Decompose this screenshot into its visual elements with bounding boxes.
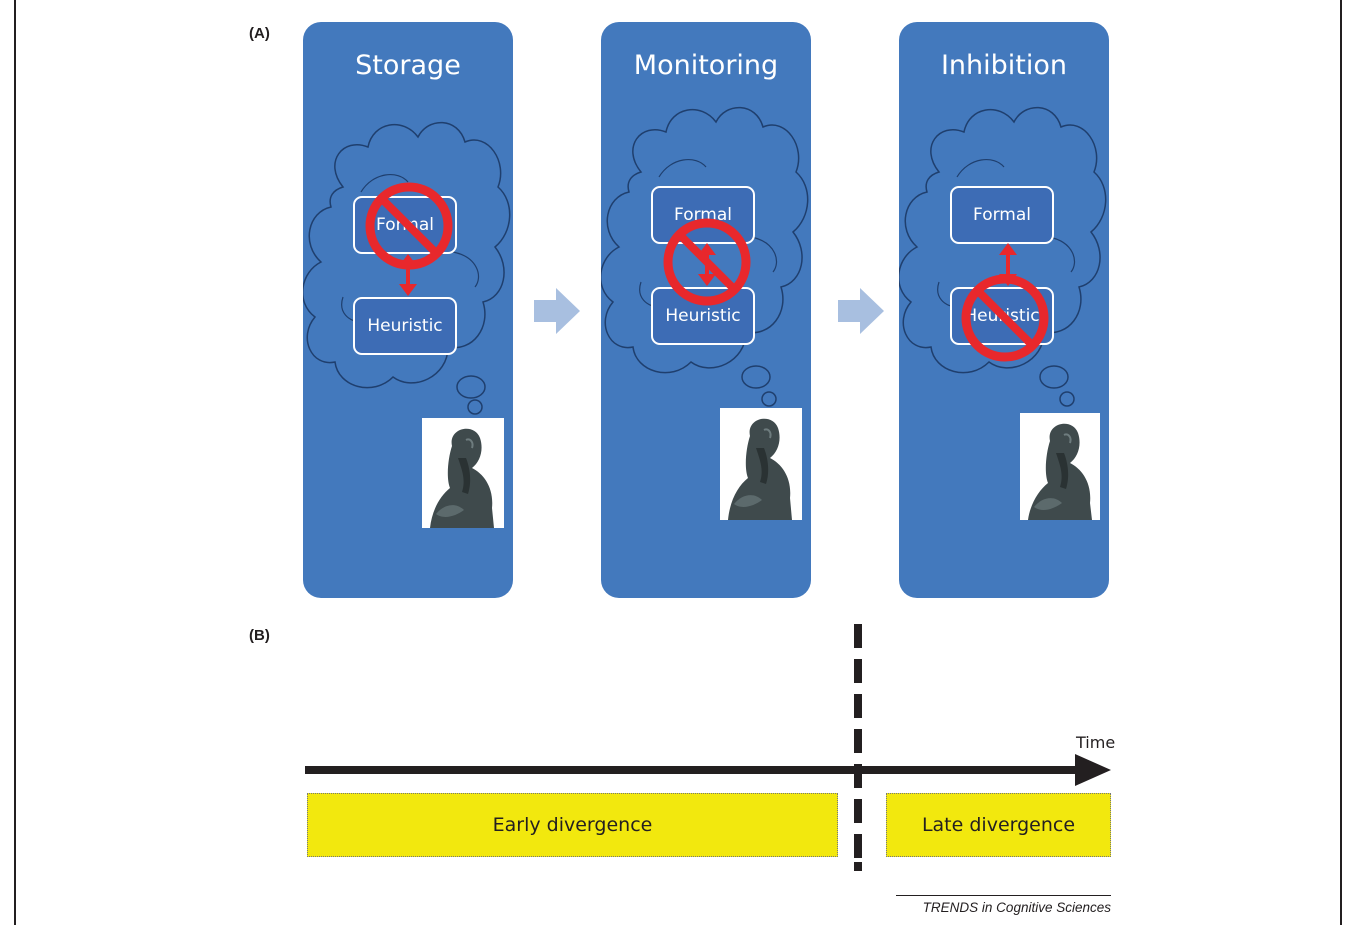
next-stage-arrow-icon xyxy=(534,288,580,334)
panel-b-label: (B) xyxy=(249,627,270,644)
divider-dash xyxy=(854,729,862,753)
divider-dash xyxy=(854,799,862,823)
stage-panel-storage: Storage Formal Heuristic xyxy=(303,22,513,598)
late-divergence-box: Late divergence xyxy=(886,793,1111,857)
thinker-statue-image xyxy=(720,408,802,520)
stage-title: Storage xyxy=(355,50,461,81)
stage-panel-monitoring: Monitoring Formal Heuristic xyxy=(601,22,811,598)
divider-dash xyxy=(854,624,862,648)
formal-box: Formal xyxy=(651,186,755,244)
thinker-statue-image xyxy=(1020,413,1100,520)
heuristic-box: Heuristic xyxy=(353,297,457,355)
stage-title: Inhibition xyxy=(940,50,1068,81)
prohibited-sign-icon xyxy=(663,218,751,306)
divider-dash xyxy=(854,862,862,871)
divider-dash xyxy=(854,764,862,788)
stage-panel-inhibition: Inhibition Formal Heuristic xyxy=(899,22,1109,598)
stage-title: Monitoring xyxy=(633,50,779,81)
panel-a-label: (A) xyxy=(249,25,270,42)
prohibited-sign-icon xyxy=(365,182,453,270)
next-stage-arrow-icon xyxy=(838,288,884,334)
figure-frame-right xyxy=(1340,0,1342,925)
formal-box: Formal xyxy=(950,186,1054,244)
early-divergence-box: Early divergence xyxy=(307,793,838,857)
thinker-statue-image xyxy=(422,418,504,528)
thought-cloud-icon xyxy=(601,106,809,407)
credit-rule xyxy=(896,895,1111,896)
figure-frame-left xyxy=(14,0,16,925)
prohibited-sign-icon xyxy=(961,274,1049,362)
divider-dash xyxy=(854,659,862,683)
divider-dash xyxy=(854,694,862,718)
journal-credit: TRENDS in Cognitive Sciences xyxy=(922,900,1111,915)
time-axis-label: Time xyxy=(1076,733,1116,752)
time-axis-arrow xyxy=(305,754,1111,786)
divider-dash xyxy=(854,834,862,858)
